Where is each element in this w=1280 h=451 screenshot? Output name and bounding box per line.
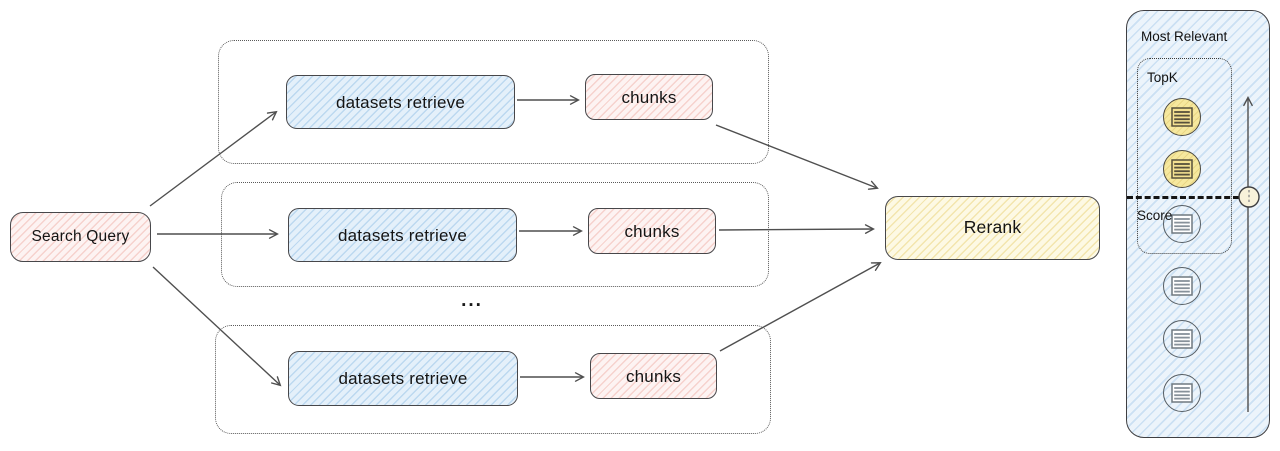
document-icon	[1163, 320, 1201, 358]
search-query-node: Search Query	[10, 212, 151, 262]
most-relevant-panel: Most Relevant TopK Score	[1126, 10, 1270, 438]
chunks-node-3: chunks	[590, 353, 717, 399]
document-icon	[1171, 383, 1193, 403]
document-icon	[1163, 374, 1201, 412]
document-icon	[1171, 214, 1193, 234]
document-icon	[1171, 276, 1193, 296]
document-icon	[1163, 267, 1201, 305]
document-icon	[1171, 159, 1193, 179]
document-icon	[1163, 98, 1201, 136]
chunks-node-1: chunks	[585, 74, 713, 120]
panel-title: Most Relevant	[1141, 29, 1228, 44]
document-icon	[1171, 329, 1193, 349]
document-icon	[1163, 150, 1201, 188]
topk-region: TopK	[1137, 58, 1232, 254]
document-icon	[1163, 205, 1201, 243]
document-icon	[1171, 107, 1193, 127]
datasets-retrieve-node-1: datasets retrieve	[286, 75, 515, 129]
topk-label: TopK	[1147, 70, 1178, 85]
retrieval-group-1	[218, 40, 769, 164]
more-pipelines-ellipsis: ...	[461, 290, 483, 311]
datasets-retrieve-node-3: datasets retrieve	[288, 351, 518, 406]
datasets-retrieve-node-2: datasets retrieve	[288, 208, 517, 262]
score-label: Score	[1137, 208, 1173, 223]
rerank-node: Rerank	[885, 196, 1100, 260]
score-threshold-line	[1127, 196, 1239, 199]
chunks-node-2: chunks	[588, 208, 716, 254]
